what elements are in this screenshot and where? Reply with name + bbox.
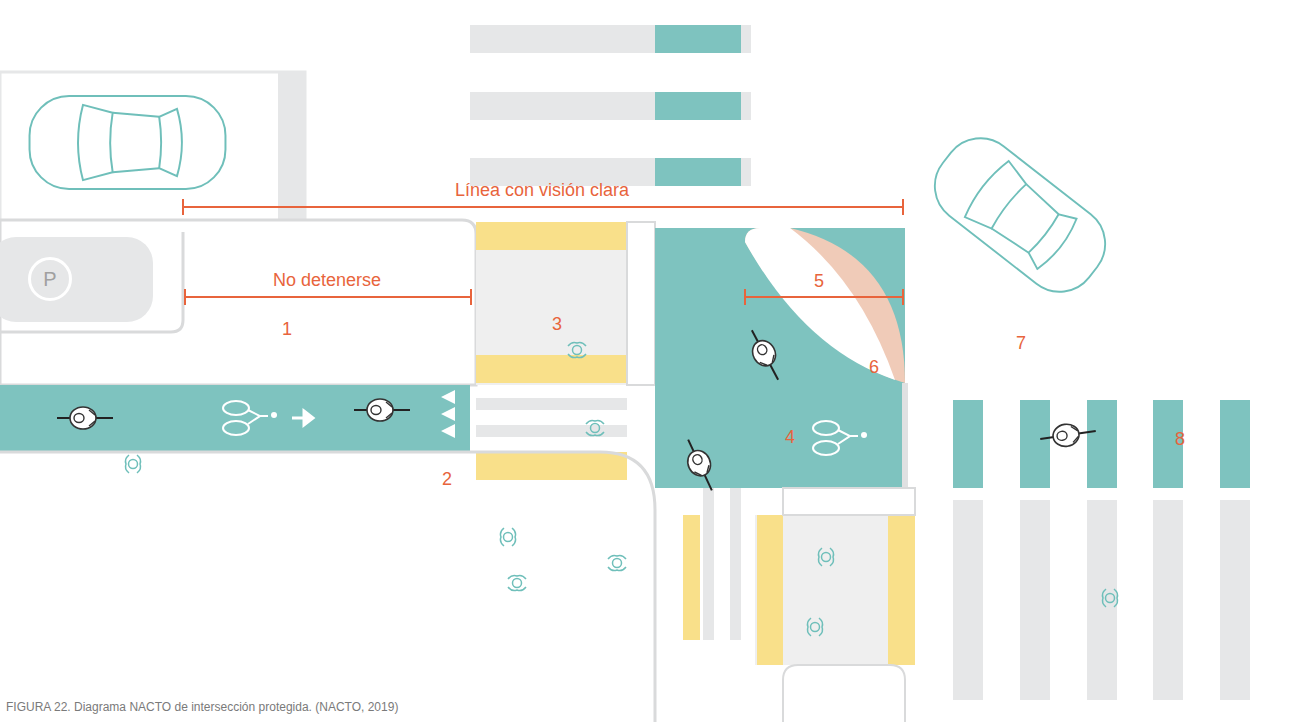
illustration-part <box>655 25 741 53</box>
illustration-part <box>953 400 983 488</box>
illustration-part <box>1020 400 1050 488</box>
crossing-bar <box>703 488 714 640</box>
callout-number: 7 <box>1016 334 1026 354</box>
dimension-lines <box>183 199 903 305</box>
illustration-part <box>470 25 655 53</box>
east-crosswalk <box>953 400 1250 700</box>
divider <box>627 222 655 385</box>
illustration-part <box>920 123 1121 307</box>
illustration-part <box>608 555 626 570</box>
parking-edge <box>0 72 305 227</box>
island <box>783 665 905 722</box>
yield-triangles <box>441 390 455 438</box>
crossing-bar <box>730 488 741 640</box>
cyclist <box>742 325 788 385</box>
illustration-part <box>125 455 140 473</box>
illustration-part <box>1087 500 1117 700</box>
curb-strip <box>278 72 305 222</box>
dimension-label: No detenerse <box>273 271 381 291</box>
bike-marking <box>223 401 277 435</box>
parking-letter: P <box>43 269 56 289</box>
cyclist <box>354 399 410 421</box>
parking-sign: P <box>28 257 72 301</box>
parking-ring <box>30 259 71 300</box>
crossing-bar <box>476 398 627 410</box>
dimension-label: Línea con visión clara <box>455 181 629 201</box>
callout-number: 3 <box>552 315 562 335</box>
callout-number: 4 <box>785 428 795 448</box>
callout-number: 6 <box>869 358 879 378</box>
cyclist <box>57 407 113 429</box>
illustration-part <box>1220 400 1250 488</box>
illustration-part <box>500 528 515 546</box>
illustration-part <box>1153 500 1183 700</box>
refuge <box>476 222 627 385</box>
cyclist <box>678 435 722 495</box>
illustration-part <box>568 342 586 357</box>
illustration-part <box>1087 400 1117 488</box>
callout-number: 2 <box>442 470 452 490</box>
callout-number: 8 <box>1175 430 1185 450</box>
illustration-part <box>185 289 471 305</box>
illustration-part <box>741 25 751 53</box>
illustration-part <box>741 158 751 186</box>
tactile-strip <box>683 515 700 640</box>
illustration-part <box>953 500 983 700</box>
tactile-strip <box>476 452 627 480</box>
bike-marking <box>813 421 867 455</box>
parked-car <box>30 96 226 189</box>
illustration-part <box>183 199 903 215</box>
cyclist <box>1039 420 1098 450</box>
illustration-part <box>586 420 604 435</box>
tactile-strip <box>476 222 627 250</box>
illustration-part <box>745 289 903 305</box>
illustration-part <box>818 548 833 566</box>
illustration-part <box>1020 500 1050 700</box>
top-crosswalk <box>470 25 751 186</box>
curb <box>0 452 655 722</box>
illustration-part <box>807 618 822 636</box>
tactile-strip <box>476 355 627 383</box>
illustration-part <box>470 92 655 120</box>
illustration-part <box>508 575 526 590</box>
illustration-part <box>655 92 741 120</box>
refuge <box>755 515 915 665</box>
curb <box>902 383 908 488</box>
parking-bay <box>0 237 153 322</box>
callout-number: 1 <box>282 320 292 340</box>
pedestrians <box>125 342 1117 636</box>
illustration-part <box>1220 500 1250 700</box>
lane-arrow <box>292 411 313 425</box>
illustration-part <box>741 92 751 120</box>
tactile-strip <box>757 515 783 665</box>
illustration-part <box>1102 589 1117 607</box>
turning-car <box>920 123 1121 307</box>
callout-number: 5 <box>814 272 824 292</box>
bike-lane <box>0 385 470 452</box>
figure-caption: FIGURA 22. Diagrama NACTO de intersecció… <box>6 700 398 714</box>
illustration-part <box>655 158 741 186</box>
divider <box>783 488 915 515</box>
crossing-bar <box>476 425 627 437</box>
tactile-strip <box>888 515 915 665</box>
